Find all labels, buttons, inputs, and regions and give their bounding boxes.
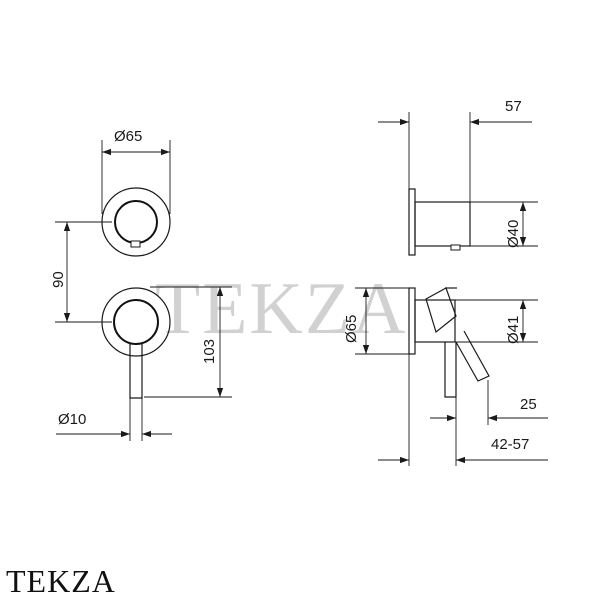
dim-spacing-vertical: 90: [50, 271, 67, 288]
side-lever-raised: [455, 330, 490, 382]
watermark: TEKZA: [155, 268, 408, 350]
dim-diameter-65-side: Ø65: [343, 315, 360, 343]
bottom-knob: [113, 299, 159, 345]
side-lever-lowered: [444, 342, 457, 398]
top-body-tab: [450, 244, 461, 251]
top-knob-tab: [130, 240, 141, 248]
mixer-cartridge: [425, 287, 457, 334]
dim-diameter-40: Ø40: [505, 220, 522, 248]
bottom-body: [414, 299, 456, 343]
side-view: 57 Ø40 Ø65 Ø41 25 42-57: [343, 98, 548, 466]
dim-diameter-lever: Ø10: [58, 411, 86, 428]
dim-diameter-41: Ø41: [505, 316, 522, 344]
bottom-wall-plate: [408, 287, 416, 355]
dim-range-42-57: 42-57: [491, 436, 529, 453]
top-body: [414, 201, 471, 247]
dim-diameter-plate: Ø65: [114, 128, 142, 145]
dim-depth-57: 57: [505, 98, 522, 115]
top-knob: [114, 200, 158, 244]
dim-offset-25: 25: [520, 396, 537, 413]
dim-height-103: 103: [201, 339, 218, 364]
brand-logo-text: TEKZA: [6, 563, 116, 599]
front-lever: [129, 343, 143, 399]
front-view: Ø65 90 103 Ø10: [50, 128, 232, 441]
top-wall-plate: [408, 188, 416, 256]
